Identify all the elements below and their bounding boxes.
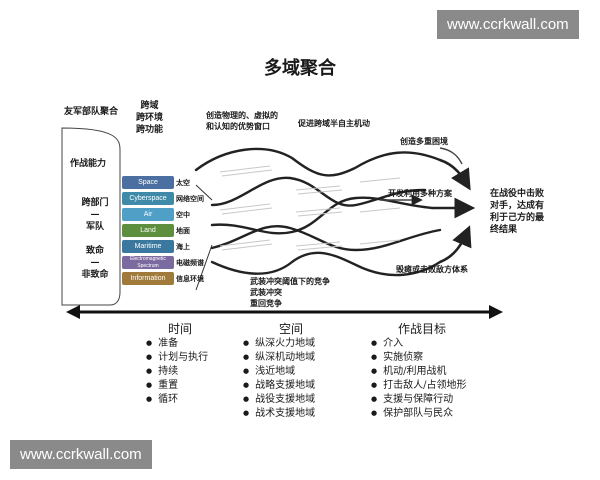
layer-ribbon-1	[219, 165, 401, 195]
layer-ribbons	[219, 165, 401, 251]
watermark-bottom: www.ccrkwall.com	[10, 440, 152, 469]
annotation-competition-3: 重回竞争	[250, 299, 282, 308]
label-joint: 跨部门 — 军队	[73, 197, 117, 233]
list-item: 打击敌人/占领地形	[371, 379, 466, 393]
watermark-top: www.ccrkwall.com	[437, 10, 579, 39]
annotation-outcome-2: 对手，达成有	[490, 201, 545, 211]
label-cross-domain-1: 跨域	[140, 101, 159, 111]
annotation-paralyze: 毁瘫或击败敌方体系	[396, 265, 468, 274]
list-item: 介入	[371, 337, 466, 351]
annotation-semi-auto: 促进跨域半自主机动	[298, 119, 370, 128]
flow-curve-lower	[210, 225, 442, 252]
column-header-space: 空间	[279, 322, 304, 336]
arrow-multi-dilemma	[439, 147, 463, 165]
domain-layer-6: Electromagnetic Spectrum	[122, 256, 174, 269]
list-item: 保护部队与民众	[371, 407, 466, 421]
domain-layer-label-6: 电磁频谱	[176, 259, 204, 267]
list-item: 实施侦察	[371, 351, 466, 365]
label-friendly-convergence: 友军部队聚合	[64, 107, 119, 117]
layer-ribbon-2	[219, 203, 401, 217]
flow-curve-mid-b	[210, 196, 434, 235]
list-item: 准备	[146, 337, 208, 351]
flow-curve-mid-a	[210, 176, 427, 207]
label-lethal-1: 致命	[85, 246, 104, 256]
label-joint-1: 跨部门	[81, 198, 109, 208]
arrow-upper	[439, 158, 471, 191]
annotation-window-1: 创造物理的、虚拟的	[206, 111, 278, 120]
annotation-multi-dilemma: 创造多重困境	[400, 137, 448, 146]
domain-layer-label-7: 信息环境	[176, 275, 204, 283]
label-cross-domain: 跨域 跨环境 跨功能	[136, 100, 163, 136]
annotation-window: 创造物理的、虚拟的 和认知的优势窗口	[206, 110, 278, 132]
column-header-objective: 作战目标	[398, 322, 447, 336]
annotation-outcome: 在战役中击败 对手，达成有 利于己方的最 终结果	[490, 188, 544, 236]
annotation-competition: 武装冲突阈值下的竞争 武装冲突 重回竞争	[250, 276, 330, 309]
column-header-time: 时间	[168, 322, 193, 336]
label-lethal-2: —	[90, 258, 100, 268]
label-joint-3: 军队	[85, 222, 104, 232]
domain-layer-5: Maritime	[122, 240, 174, 253]
funnel-line-bottom	[195, 244, 213, 291]
label-joint-2: —	[90, 210, 100, 220]
annotation-exploit: 开发利用多种方案	[388, 189, 452, 198]
timeline-arrow-right-head	[489, 305, 503, 319]
flow-curve-bottom-arc	[210, 251, 442, 277]
funnel-line-top	[195, 184, 213, 201]
domain-layer-label-4: 地面	[176, 227, 190, 235]
column-list-time: 准备 计划与执行 持续 重置 循环	[146, 337, 208, 407]
domain-layer-label-1: 太空	[176, 179, 190, 187]
arrow-lower	[439, 225, 472, 264]
annotation-competition-1: 武装冲突阈值下的竞争	[250, 277, 330, 286]
domain-layer-7: Information	[122, 272, 174, 285]
annotation-window-2: 和认知的优势窗口	[206, 122, 270, 131]
column-list-space: 纵深火力地域 纵深机动地域 浅近地域 战略支援地域 战役支援地域 战术支援地域	[243, 337, 315, 421]
list-item: 战役支援地域	[243, 393, 315, 407]
annotation-outcome-1: 在战役中击败	[490, 189, 545, 199]
label-lethal: 致命 — 非致命	[73, 245, 117, 281]
label-cross-domain-3: 跨功能	[136, 125, 164, 135]
list-item: 循环	[146, 393, 208, 407]
domain-layer-1: Space	[122, 176, 174, 189]
force-bracket	[61, 127, 121, 306]
flow-curve-upper-arc	[194, 147, 442, 177]
list-item: 纵深机动地域	[243, 351, 315, 365]
list-item: 计划与执行	[146, 351, 208, 365]
list-item: 持续	[146, 365, 208, 379]
list-item: 纵深火力地域	[243, 337, 315, 351]
list-item: 战略支援地域	[243, 379, 315, 393]
label-capability: 作战能力	[70, 159, 107, 169]
list-item: 机动/利用战机	[371, 365, 466, 379]
domain-layer-label-2: 网络空间	[176, 195, 204, 203]
column-list-objective: 介入 实施侦察 机动/利用战机 打击敌人/占领地形 支援与保障行动 保护部队与民…	[371, 337, 466, 421]
list-item: 重置	[146, 379, 208, 393]
layer-ribbon-3	[219, 239, 401, 251]
domain-layer-4: Land	[122, 224, 174, 237]
label-lethal-3: 非致命	[81, 270, 109, 280]
annotation-competition-2: 武装冲突	[250, 288, 282, 297]
list-item: 支援与保障行动	[371, 393, 466, 407]
annotation-outcome-3: 利于己方的最	[490, 213, 545, 223]
domain-layer-label-3: 空中	[176, 211, 190, 219]
domain-layer-3: Air	[122, 208, 174, 221]
domain-layer-2: Cyberspace	[122, 192, 174, 205]
diagram-title: 多域聚合	[264, 58, 336, 79]
domain-layer-label-5: 海上	[176, 243, 190, 251]
list-item: 战术支援地域	[243, 407, 315, 421]
annotation-outcome-4: 终结果	[490, 225, 518, 235]
label-cross-domain-2: 跨环境	[136, 113, 164, 123]
timeline-arrow-left-head	[66, 305, 80, 319]
list-item: 浅近地域	[243, 365, 315, 379]
flow-curves	[194, 147, 442, 277]
